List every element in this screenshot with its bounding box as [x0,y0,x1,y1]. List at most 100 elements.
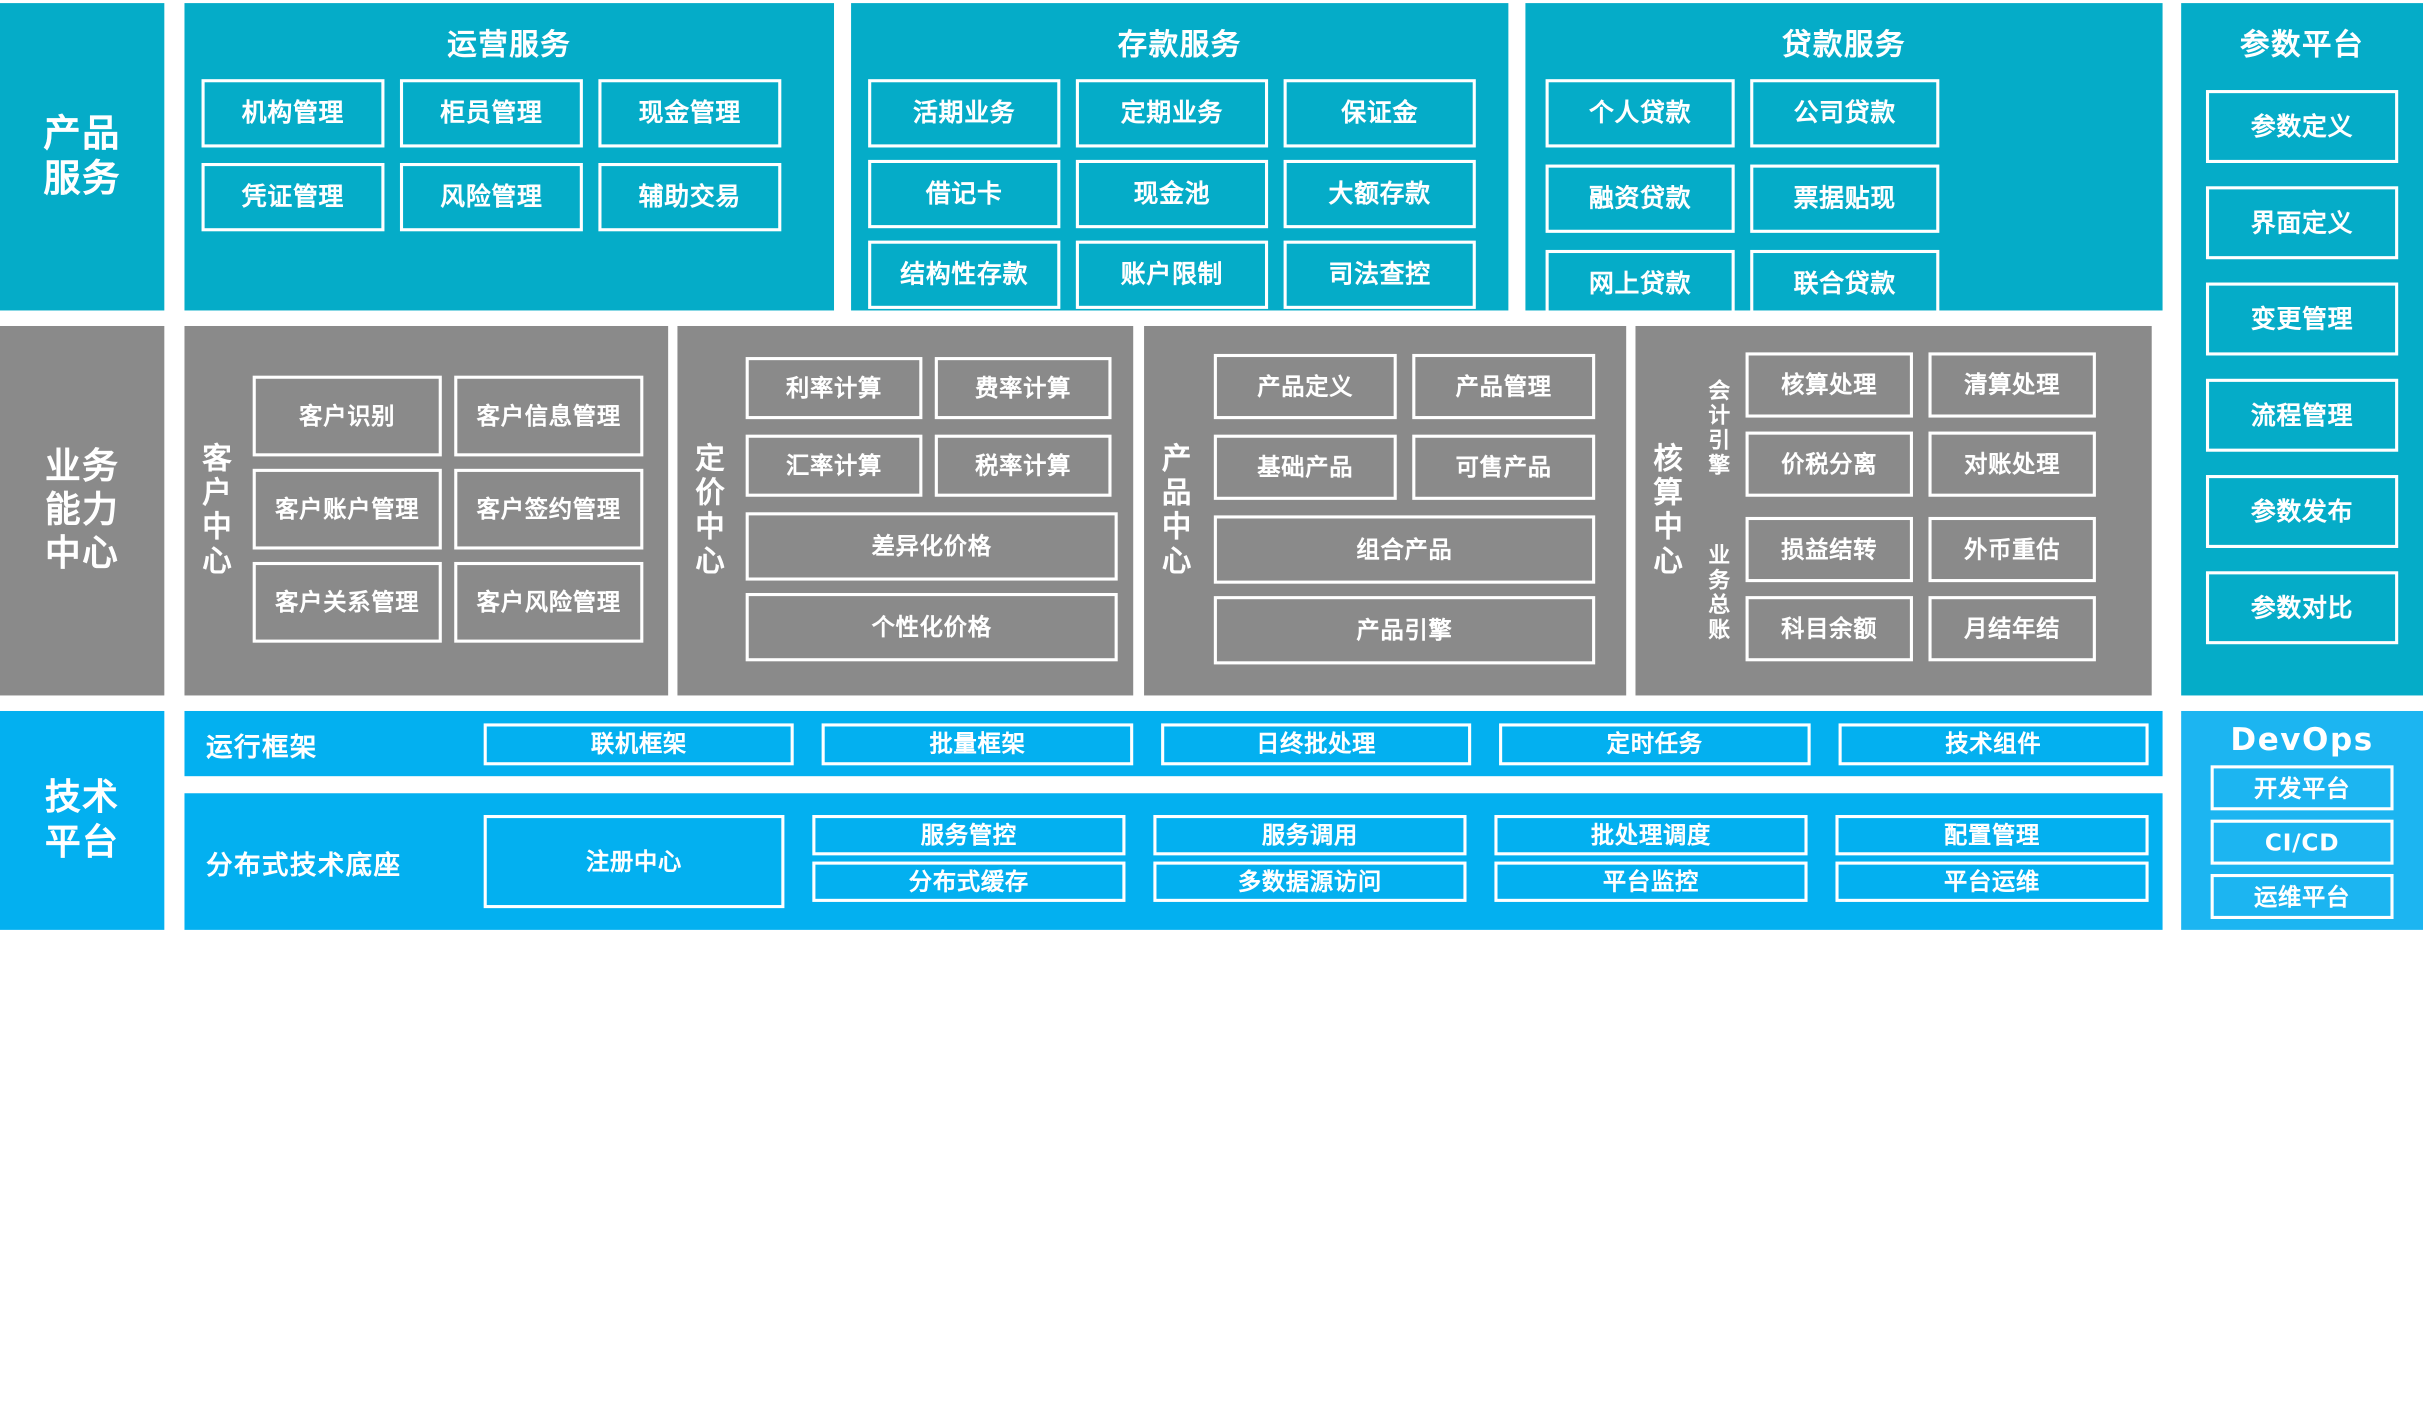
cell-personal-loan[interactable]: 个人贷款 [1545,79,1735,148]
parameter-platform-title: 参数平台 [2240,27,2365,63]
cell-fee-rate-calculation[interactable]: 费率计算 [934,357,1112,420]
cell-registry-center[interactable]: 注册中心 [483,814,785,909]
cell-platform-operations[interactable]: 平台运维 [1835,861,2149,902]
devops-title: DevOps [2230,720,2374,758]
cell-cash-pool[interactable]: 现金池 [1075,159,1269,229]
cell-month-year-end-closing[interactable]: 月结年结 [1928,596,2096,662]
cell-judicial-inquiry[interactable]: 司法查控 [1283,240,1476,309]
cell-debit-card[interactable]: 借记卡 [868,159,1061,229]
cell-end-of-day-batch[interactable]: 日终批处理 [1160,722,1472,765]
cell-service-governance[interactable]: 服务管控 [812,814,1126,856]
cell-voucher-management[interactable]: 凭证管理 [201,162,385,232]
cell-distributed-cache[interactable]: 分布式缓存 [812,861,1126,902]
loan-service-title: 贷款服务 [1781,27,1907,63]
operations-service-title: 运营服务 [447,27,572,63]
cell-differentiated-pricing[interactable]: 差异化价格 [745,512,1118,581]
cell-service-invocation[interactable]: 服务调用 [1153,814,1467,856]
cell-composite-product[interactable]: 组合产品 [1213,515,1596,584]
cell-organization-management[interactable]: 机构管理 [201,79,385,148]
customer-center-cells: 客户识别 客户信息管理 客户账户管理 客户签约管理 客户关系管理 客户风险管理 [246,326,668,695]
product-center-label: 产品中心 [1157,442,1192,580]
pricing-center-group: 定价中心 利率计算 费率计算 汇率计算 税率计算 差异化价格 个性化价格 [677,325,1134,696]
business-capability-side-label-text: 业务 能力 中心 [44,446,120,575]
cell-customer-risk-management[interactable]: 客户风险管理 [454,561,644,643]
cell-sellable-product[interactable]: 可售产品 [1412,434,1596,500]
cell-product-engine[interactable]: 产品引擎 [1213,596,1596,665]
accounting-engine-label: 会计引擎 [1705,378,1731,479]
cell-interface-definition[interactable]: 界面定义 [2205,186,2399,260]
cell-parameter-release[interactable]: 参数发布 [2205,475,2399,548]
operations-service-cells: 机构管理 柜员管理 现金管理 凭证管理 风险管理 辅助交易 [184,79,834,247]
cell-batch-framework[interactable]: 批量框架 [822,722,1133,765]
cell-customer-identification[interactable]: 客户识别 [252,375,442,457]
operations-service-group: 运营服务 机构管理 柜员管理 现金管理 凭证管理 风险管理 辅助交易 [184,3,835,311]
cell-development-platform[interactable]: 开发平台 [2210,765,2394,811]
pricing-center-label: 定价中心 [690,442,725,580]
customer-center-label: 客户中心 [197,442,232,580]
cell-customer-contract-management[interactable]: 客户签约管理 [454,468,644,550]
cell-demand-deposit[interactable]: 活期业务 [868,79,1061,148]
devops-cells: 开发平台 CI/CD 运维平台 [2181,765,2423,928]
cell-financing-loan[interactable]: 融资贷款 [1545,164,1735,233]
cell-ops-platform[interactable]: 运维平台 [2210,873,2394,919]
cell-change-management[interactable]: 变更管理 [2205,282,2399,356]
cell-batch-scheduling[interactable]: 批处理调度 [1494,814,1808,856]
cell-joint-loan[interactable]: 联合贷款 [1750,249,1940,319]
accounting-center-group: 核算中心 会计引擎 核算处理 清算处理 价税分离 对账处理 业务总账 [1635,325,2152,696]
loan-service-group: 贷款服务 个人贷款 公司贷款 融资贷款 票据贴现 网上贷款 联合贷款 [1525,3,2163,319]
cell-time-deposit[interactable]: 定期业务 [1075,79,1269,148]
cell-process-management[interactable]: 流程管理 [2205,378,2399,452]
distributed-base-label: 分布式技术底座 [206,849,402,881]
product-service-side-label-text: 产品 服务 [43,111,121,201]
architecture-diagram: 产品 服务 运营服务 机构管理 柜员管理 现金管理 凭证管理 风险管理 辅助交易… [0,3,2423,930]
cell-multi-datasource-access[interactable]: 多数据源访问 [1153,861,1467,902]
cell-reconciliation-processing[interactable]: 对账处理 [1928,431,2096,497]
cell-online-loan[interactable]: 网上贷款 [1545,249,1735,319]
cell-basic-product[interactable]: 基础产品 [1213,434,1397,500]
deposit-service-cells: 活期业务 定期业务 保证金 借记卡 现金池 大额存款 结构性存款 账户限制 司法… [851,79,1508,321]
cell-customer-account-management[interactable]: 客户账户管理 [252,468,442,550]
cell-interest-rate-calculation[interactable]: 利率计算 [745,357,923,420]
cell-foreign-currency-revaluation[interactable]: 外币重估 [1928,516,2096,583]
cell-structured-deposit[interactable]: 结构性存款 [868,240,1061,309]
cell-product-definition[interactable]: 产品定义 [1213,353,1397,420]
runtime-framework-label: 运行框架 [206,731,318,763]
technical-platform-side-label: 技术 平台 [0,710,165,930]
runtime-framework-band: 运行框架 联机框架 批量框架 日终批处理 定时任务 技术组件 [184,710,2163,777]
cell-tax-rate-calculation[interactable]: 税率计算 [934,434,1112,497]
cell-auxiliary-transaction[interactable]: 辅助交易 [598,162,782,232]
customer-center-group: 客户中心 客户识别 客户信息管理 客户账户管理 客户签约管理 客户关系管理 客户… [184,325,669,696]
business-ledger-label: 业务总账 [1705,543,1731,643]
cell-scheduled-task[interactable]: 定时任务 [1499,722,1811,765]
cell-account-balance[interactable]: 科目余额 [1745,596,1913,662]
cell-teller-management[interactable]: 柜员管理 [399,79,583,148]
cell-profit-loss-carryover[interactable]: 损益结转 [1745,516,1913,583]
pricing-center-cells: 利率计算 费率计算 汇率计算 税率计算 差异化价格 个性化价格 [739,326,1133,695]
cell-accounting-processing[interactable]: 核算处理 [1745,352,1913,418]
product-center-group: 产品中心 产品定义 产品管理 基础产品 可售产品 组合产品 产品引擎 [1144,325,1627,696]
product-service-layer: 产品 服务 运营服务 机构管理 柜员管理 现金管理 凭证管理 风险管理 辅助交易… [0,3,2423,696]
cell-platform-monitoring[interactable]: 平台监控 [1494,861,1808,902]
cell-parameter-definition[interactable]: 参数定义 [2205,90,2399,163]
cell-risk-management[interactable]: 风险管理 [399,162,583,232]
cell-customer-relationship-management[interactable]: 客户关系管理 [252,561,442,643]
cell-account-restriction[interactable]: 账户限制 [1075,240,1269,309]
cell-product-management[interactable]: 产品管理 [1412,353,1596,420]
cell-margin-deposit[interactable]: 保证金 [1283,79,1476,148]
cell-customer-info-management[interactable]: 客户信息管理 [454,375,644,457]
cell-configuration-management[interactable]: 配置管理 [1835,814,2149,856]
devops-group: DevOps 开发平台 CI/CD 运维平台 [2181,710,2423,930]
cell-cash-management[interactable]: 现金管理 [598,79,782,148]
cell-ci-cd[interactable]: CI/CD [2210,819,2394,865]
cell-technical-component[interactable]: 技术组件 [1837,722,2149,765]
cell-personalized-pricing[interactable]: 个性化价格 [745,593,1118,662]
cell-parameter-comparison[interactable]: 参数对比 [2205,571,2399,645]
cell-price-tax-separation[interactable]: 价税分离 [1745,431,1913,497]
cell-settlement-processing[interactable]: 清算处理 [1928,352,2096,418]
cell-large-deposit[interactable]: 大额存款 [1283,159,1476,229]
business-capability-layer: 业务 能力 中心 客户中心 客户识别 客户信息管理 客户账户管理 客户签约管理 … [0,325,2423,696]
cell-bill-discount[interactable]: 票据贴现 [1750,164,1940,233]
cell-corporate-loan[interactable]: 公司贷款 [1750,79,1940,148]
cell-online-framework[interactable]: 联机框架 [483,722,795,765]
cell-exchange-rate-calculation[interactable]: 汇率计算 [745,434,923,497]
